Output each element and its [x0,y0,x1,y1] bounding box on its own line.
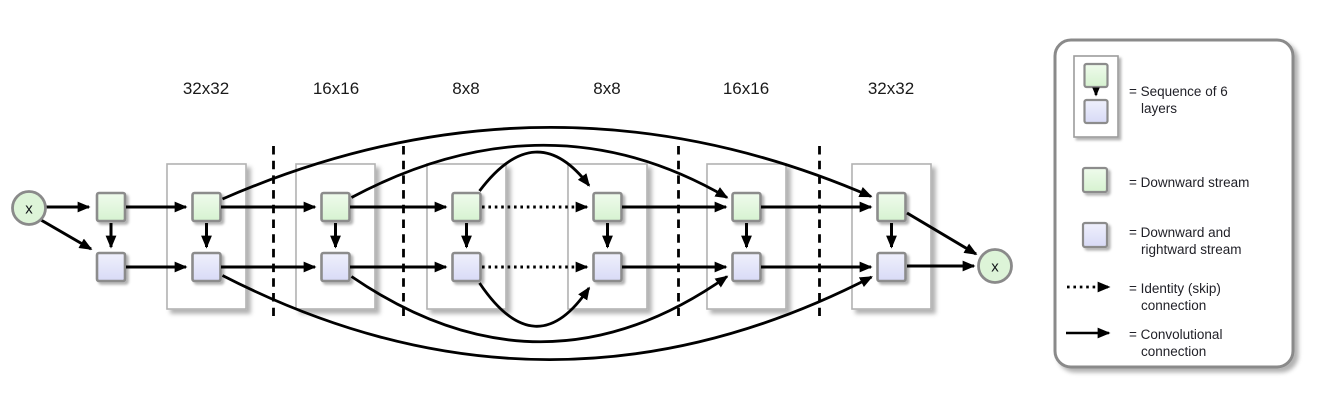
arc-top-8x8 [478,150,591,192]
purple-square-dec-32x32 [876,251,907,283]
arc-bottom-16x16 [350,275,729,344]
legend-item-downward-stream: = Downward stream [1081,166,1249,194]
input-node: x [11,190,47,226]
legend-item-3-line-1: = Downward and [1129,225,1231,240]
sequence-purple-square-icon [1083,98,1109,125]
legend-item-5-line-1: = Convolutional [1129,327,1222,342]
legend-item-sequence: = Sequence of 6 layers [1073,55,1228,138]
purple-square-enc-8x8 [451,251,482,283]
green-square-dec-16x16 [731,191,762,223]
legend-item-downward-rightward-stream: = Downward and rightward stream [1081,221,1242,257]
arc-bottom-8x8 [478,282,591,328]
purple-square-input [95,251,127,283]
legend: = Sequence of 6 layers = Downward stream… [1053,38,1295,369]
identity-skip-arrows [482,201,589,273]
green-square-dec-8x8 [592,191,623,223]
output-node-circle [977,248,1013,284]
legend-item-3-line-2: rightward stream [1141,242,1242,257]
input-node-label: x [25,201,33,218]
unit-squares [95,191,907,283]
column-label-2: 16x16 [313,79,359,98]
output-node: x [977,248,1013,284]
column-label-4: 8x8 [593,79,620,98]
purple-square-icon [1081,221,1109,249]
green-square-enc-16x16 [320,191,351,223]
legend-item-4-line-1: = Identity (skip) [1129,281,1221,296]
arc-top-32x32 [221,126,873,201]
stage-boxes [166,163,932,310]
green-square-input [95,191,127,223]
arc-bottom-32x32 [221,274,873,361]
legend-item-1-line-2: layers [1141,101,1177,116]
green-square-enc-32x32 [191,191,222,223]
column-label-5: 16x16 [723,79,769,98]
purple-square-enc-32x32 [191,251,222,283]
green-square-dec-32x32 [876,191,907,223]
purple-square-dec-16x16 [731,251,762,283]
purple-square-dec-8x8 [592,251,623,283]
legend-item-convolutional-connection: = Convolutional connection [1066,327,1222,359]
legend-item-5-line-2: connection [1141,344,1206,359]
legend-item-1-line-1: = Sequence of 6 [1129,84,1228,99]
skip-arcs [221,126,873,361]
output-node-label: x [991,259,999,276]
legend-item-identity-connection: = Identity (skip) connection [1067,281,1221,313]
purple-square-enc-16x16 [320,251,351,283]
input-node-circle [11,190,47,226]
sequence-green-square-icon [1083,62,1109,89]
arc-top-16x16 [350,143,729,199]
arrow-input-to-purple [40,218,93,251]
green-square-enc-8x8 [451,191,482,223]
column-label-1: 32x32 [183,79,229,98]
convolutional-arrows [40,201,978,273]
green-square-icon [1081,166,1109,194]
legend-item-4-line-2: connection [1141,298,1206,313]
legend-item-2-line-1: = Downward stream [1129,175,1249,190]
column-label-6: 32x32 [868,79,914,98]
column-label-3: 8x8 [452,79,479,98]
arrow-green-to-output [906,211,978,256]
column-labels: 32x32 16x16 8x8 8x8 16x16 32x32 [183,79,914,98]
